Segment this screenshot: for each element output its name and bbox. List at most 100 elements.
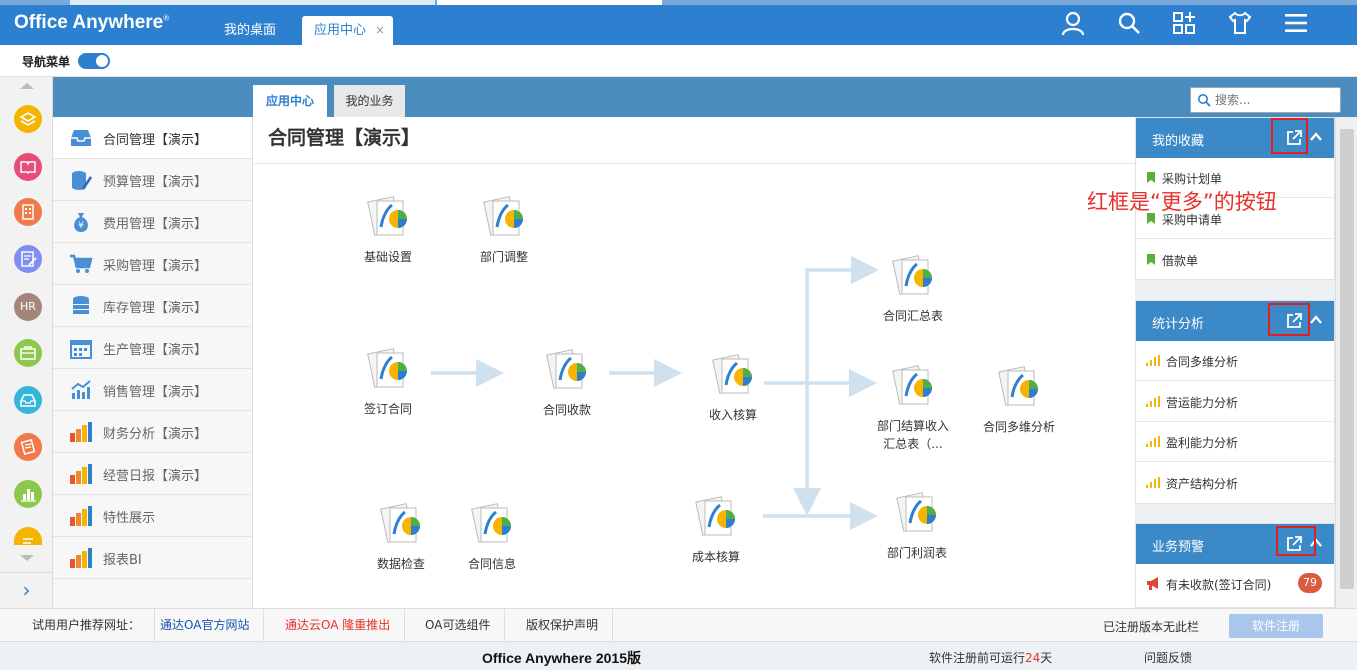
- chart-icon[interactable]: [14, 480, 42, 508]
- inbox-icon[interactable]: [14, 386, 42, 414]
- stats-item-label: 资产结构分析: [1166, 477, 1239, 491]
- external-link-icon[interactable]: [1284, 534, 1304, 554]
- stats-item[interactable]: 资产结构分析: [1136, 463, 1334, 503]
- user-icon[interactable]: [1060, 10, 1086, 36]
- module-item-report-bi[interactable]: 报表BI: [53, 537, 252, 579]
- flow-node-dept-income-summary[interactable]: 部门结算收入汇总表（...: [858, 362, 968, 451]
- alert-count-badge: 79: [1298, 573, 1322, 593]
- layers-icon[interactable]: [14, 105, 42, 133]
- collapse-up-icon[interactable]: [1310, 314, 1322, 326]
- rail-scroll-up-icon[interactable]: [20, 83, 34, 89]
- chat-icon[interactable]: [14, 527, 42, 545]
- report-pie-icon: [695, 496, 735, 536]
- module-item-budget[interactable]: 预算管理【演示】: [53, 159, 252, 201]
- edit-doc-icon[interactable]: [14, 245, 42, 273]
- left-icon-rail: HR ›: [0, 77, 53, 608]
- module-item-inventory[interactable]: 库存管理【演示】: [53, 285, 252, 327]
- flow-node-sign-contract[interactable]: 签订合同: [333, 345, 443, 425]
- search-icon: [1198, 94, 1211, 107]
- favorite-item-label: 借款单: [1162, 254, 1199, 268]
- module-item-purchase[interactable]: 采购管理【演示】: [53, 243, 252, 285]
- search-box[interactable]: [1190, 87, 1341, 113]
- stats-card: 统计分析 合同多维分析 营运能力分析 盈利能力分析 资产结构分析: [1135, 300, 1335, 504]
- search-icon[interactable]: [1116, 10, 1142, 36]
- flow-node-label: 收入核算: [708, 408, 757, 422]
- favorite-item[interactable]: 采购申请单: [1136, 199, 1334, 239]
- report-pie-icon: [367, 196, 407, 236]
- close-tab-icon[interactable]: ×: [374, 23, 385, 37]
- external-link-icon[interactable]: [1284, 311, 1304, 331]
- menu-icon[interactable]: [1283, 10, 1309, 36]
- favorite-item-label: 采购申请单: [1162, 213, 1223, 227]
- flow-node-data-check[interactable]: 数据检查: [346, 500, 456, 580]
- stats-item[interactable]: 合同多维分析: [1136, 341, 1334, 381]
- footer-link-official-site[interactable]: 通达OA官方网站: [146, 609, 265, 642]
- flow-node-contract-info[interactable]: 合同信息: [437, 500, 547, 580]
- briefcase-icon[interactable]: [14, 339, 42, 367]
- register-button[interactable]: 软件注册: [1229, 614, 1323, 638]
- module-item-sales[interactable]: 销售管理【演示】: [53, 369, 252, 411]
- stats-item[interactable]: 营运能力分析: [1136, 382, 1334, 422]
- module-item-production[interactable]: 生产管理【演示】: [53, 327, 252, 369]
- building-icon[interactable]: [14, 198, 42, 226]
- apps-icon[interactable]: [1171, 10, 1197, 36]
- collapse-up-icon[interactable]: [1310, 131, 1322, 143]
- module-item-contract[interactable]: 合同管理【演示】: [53, 117, 252, 159]
- flow-node-contract-summary[interactable]: 合同汇总表: [858, 252, 968, 332]
- note-icon[interactable]: [14, 433, 42, 461]
- report-pie-icon: [896, 492, 936, 532]
- scrollbar-thumb[interactable]: [1340, 129, 1354, 589]
- flow-node-income-accounting[interactable]: 收入核算: [678, 351, 788, 431]
- module-label: 预算管理【演示】: [103, 175, 208, 190]
- alert-item[interactable]: 有未收款(签订合同) 79: [1136, 564, 1334, 604]
- flow-node-cost-accounting[interactable]: 成本核算: [661, 493, 771, 573]
- favorite-item[interactable]: 采购计划单: [1136, 158, 1334, 198]
- flow-node-dept-profit[interactable]: 部门利润表: [862, 489, 972, 569]
- rail-scroll-down-icon[interactable]: [20, 555, 34, 561]
- report-pie-icon: [367, 348, 407, 388]
- nav-menu-toggle[interactable]: [78, 53, 110, 69]
- module-label: 费用管理【演示】: [103, 217, 208, 232]
- flow-node-contract-receipt[interactable]: 合同收款: [512, 346, 622, 426]
- flow-arrow: [805, 256, 879, 383]
- report-pie-icon: [892, 255, 932, 295]
- hr-icon[interactable]: HR: [14, 293, 42, 321]
- module-item-finance[interactable]: 财务分析【演示】: [53, 411, 252, 453]
- svg-text:¥: ¥: [78, 221, 84, 231]
- theme-icon[interactable]: [1227, 10, 1253, 36]
- flow-node-contract-multi-analysis[interactable]: 合同多维分析: [964, 363, 1074, 443]
- subtab-app-center[interactable]: 应用中心: [253, 85, 327, 117]
- footer-link-cloud-oa[interactable]: 通达云OA 隆重推出: [271, 609, 406, 642]
- right-panel: 我的收藏 采购计划单 采购申请单 借款单 统计分析 合同多维分析: [1135, 117, 1335, 608]
- flow-node-basic-settings[interactable]: 基础设置: [333, 193, 443, 273]
- right-scrollbar[interactable]: [1335, 117, 1357, 608]
- module-item-features[interactable]: 特性展示: [53, 495, 252, 537]
- report-pie-icon: [471, 503, 511, 543]
- trend-chart-icon: [71, 380, 91, 399]
- signal-bars-icon: [1146, 477, 1160, 488]
- tab-app-center[interactable]: 应用中心×: [302, 16, 393, 45]
- signal-bars-icon: [1146, 436, 1160, 447]
- feedback-link[interactable]: 问题反馈: [1144, 651, 1193, 665]
- subtab-my-business[interactable]: 我的业务: [334, 85, 405, 117]
- favorite-item[interactable]: 借款单: [1136, 240, 1334, 280]
- flow-node-label: 成本核算: [691, 550, 740, 564]
- book-icon[interactable]: [14, 153, 42, 181]
- more-button-highlight: [1271, 118, 1308, 154]
- flow-node-dept-adjust[interactable]: 部门调整: [449, 193, 559, 273]
- stats-item-label: 营运能力分析: [1166, 396, 1239, 410]
- footer-link-components[interactable]: OA可选组件: [411, 609, 506, 642]
- external-link-icon[interactable]: [1284, 128, 1304, 148]
- footer-bar: 试用用户推荐网址： 通达OA官方网站 通达云OA 隆重推出 OA可选组件 版权保…: [0, 608, 1357, 642]
- module-item-expense[interactable]: ¥ 费用管理【演示】: [53, 201, 252, 243]
- stats-item[interactable]: 盈利能力分析: [1136, 422, 1334, 462]
- rail-expand-icon[interactable]: ›: [0, 572, 53, 608]
- module-item-daily-report[interactable]: 经营日报【演示】: [53, 453, 252, 495]
- footer-link-copyright[interactable]: 版权保护声明: [512, 609, 614, 642]
- flow-node-label: 部门利润表: [886, 546, 947, 560]
- search-input[interactable]: [1215, 91, 1335, 109]
- tab-my-desktop[interactable]: 我的桌面: [223, 23, 276, 38]
- collapse-up-icon[interactable]: [1310, 537, 1322, 549]
- bar-chart-icon: [70, 548, 92, 568]
- module-list: 合同管理【演示】 预算管理【演示】 ¥ 费用管理【演示】 采购管理【演示】 库存…: [53, 117, 253, 608]
